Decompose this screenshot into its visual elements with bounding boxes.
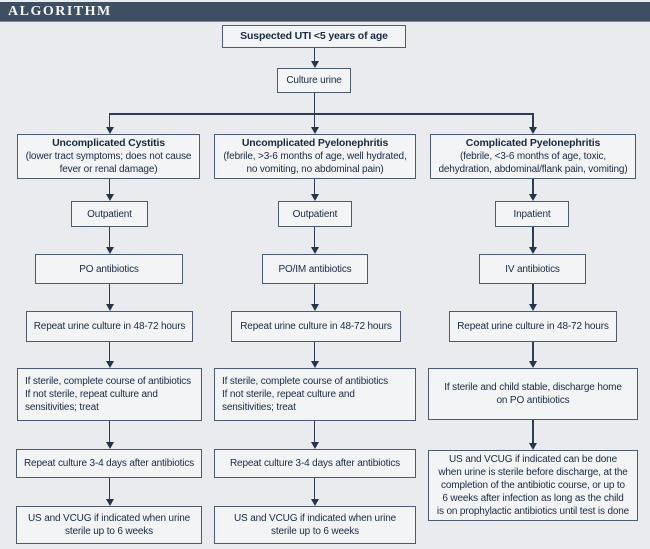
col3-diagnosis-title: Complicated Pyelonephritis	[465, 137, 601, 149]
header-bar: ALGORITHM	[0, 2, 650, 22]
col2-diagnosis-subtitle: (febrile, >3-6 months of age, well hydra…	[223, 151, 407, 175]
flow-connector-line	[532, 114, 534, 127]
arrow-down-icon	[310, 194, 319, 201]
flow-connector-line	[108, 478, 111, 499]
flow-connector-line	[532, 420, 534, 443]
arrow-down-icon	[310, 361, 319, 368]
col2-diagnosis-node: Uncomplicated Pyelonephritis (febrile, >…	[214, 134, 416, 179]
flow-connector-line	[108, 114, 111, 127]
flow-connector-line	[313, 284, 316, 304]
col1-sterile-node: If sterile, complete course of antibioti…	[17, 368, 202, 421]
culture-urine-node: Culture urine	[277, 68, 351, 93]
arrow-down-icon	[310, 499, 319, 506]
col1-repeat-culture-node: Repeat urine culture in 48-72 hours	[26, 311, 193, 342]
flow-connector-line	[313, 114, 316, 127]
col2-diagnosis-title: Uncomplicated Pyelonephritis	[241, 137, 389, 149]
flow-connector-line	[108, 227, 111, 247]
col3-diagnosis-subtitle: (febrile, <3-6 months of age, toxic,dehy…	[438, 151, 628, 175]
flow-connector-line	[108, 342, 111, 361]
col3-sterile-node: If sterile and child stable, discharge h…	[428, 368, 638, 420]
arrow-down-icon	[529, 443, 537, 450]
col3-diagnosis-node: Complicated Pyelonephritis (febrile, <3-…	[430, 134, 636, 179]
arrow-down-icon	[310, 247, 319, 254]
flow-branch-line	[109, 113, 534, 115]
flow-connector-line	[532, 284, 534, 304]
arrow-down-icon	[529, 127, 537, 134]
col1-diagnosis-title: Uncomplicated Cystitis	[52, 137, 165, 149]
flow-connector-line	[108, 421, 111, 442]
flow-connector-line	[532, 227, 534, 247]
col2-followup-node: Repeat culture 3-4 days after antibiotic…	[214, 449, 416, 478]
arrow-down-icon	[529, 361, 537, 368]
flow-connector-line	[108, 179, 111, 194]
col3-antibiotics-node: IV antibiotics	[479, 254, 586, 284]
flow-connector-line	[532, 179, 534, 194]
col1-setting-node: Outpatient	[71, 201, 148, 227]
col2-sterile-node: If sterile, complete course of antibioti…	[214, 368, 416, 421]
flow-connector-line	[532, 342, 534, 361]
col1-followup-node: Repeat culture 3-4 days after antibiotic…	[16, 449, 202, 478]
arrow-down-icon	[529, 304, 537, 311]
arrow-down-icon	[310, 127, 319, 134]
col2-antibiotics-node: PO/IM antibiotics	[262, 254, 368, 284]
start-node: Suspected UTI <5 years of age	[222, 25, 406, 48]
arrow-down-icon	[310, 61, 319, 68]
flow-connector-line	[313, 421, 316, 442]
flow-connector-line	[313, 48, 316, 61]
flow-connector-line	[108, 284, 111, 304]
flow-connector-line	[313, 227, 316, 247]
arrow-down-icon	[105, 361, 114, 368]
arrow-down-icon	[310, 442, 319, 449]
arrow-down-icon	[105, 304, 114, 311]
arrow-down-icon	[105, 194, 114, 201]
col3-repeat-culture-node: Repeat urine culture in 48-72 hours	[449, 311, 617, 342]
flow-connector-line	[313, 179, 316, 194]
col1-antibiotics-node: PO antibiotics	[35, 254, 183, 284]
col1-diagnosis-node: Uncomplicated Cystitis (lower tract symp…	[17, 134, 200, 179]
arrow-down-icon	[105, 127, 114, 134]
flow-connector-line	[313, 478, 316, 499]
page-title: ALGORITHM	[8, 3, 112, 19]
arrow-down-icon	[105, 499, 114, 506]
arrow-down-icon	[310, 304, 319, 311]
arrow-down-icon	[105, 247, 114, 254]
col2-repeat-culture-node: Repeat urine culture in 48-72 hours	[231, 311, 401, 342]
arrow-down-icon	[529, 194, 537, 201]
col2-setting-node: Outpatient	[278, 201, 352, 227]
flow-connector-line	[313, 93, 316, 114]
arrow-down-icon	[105, 442, 114, 449]
flow-connector-line	[313, 342, 316, 361]
arrow-down-icon	[529, 247, 537, 254]
col3-setting-node: Inpatient	[495, 201, 569, 227]
